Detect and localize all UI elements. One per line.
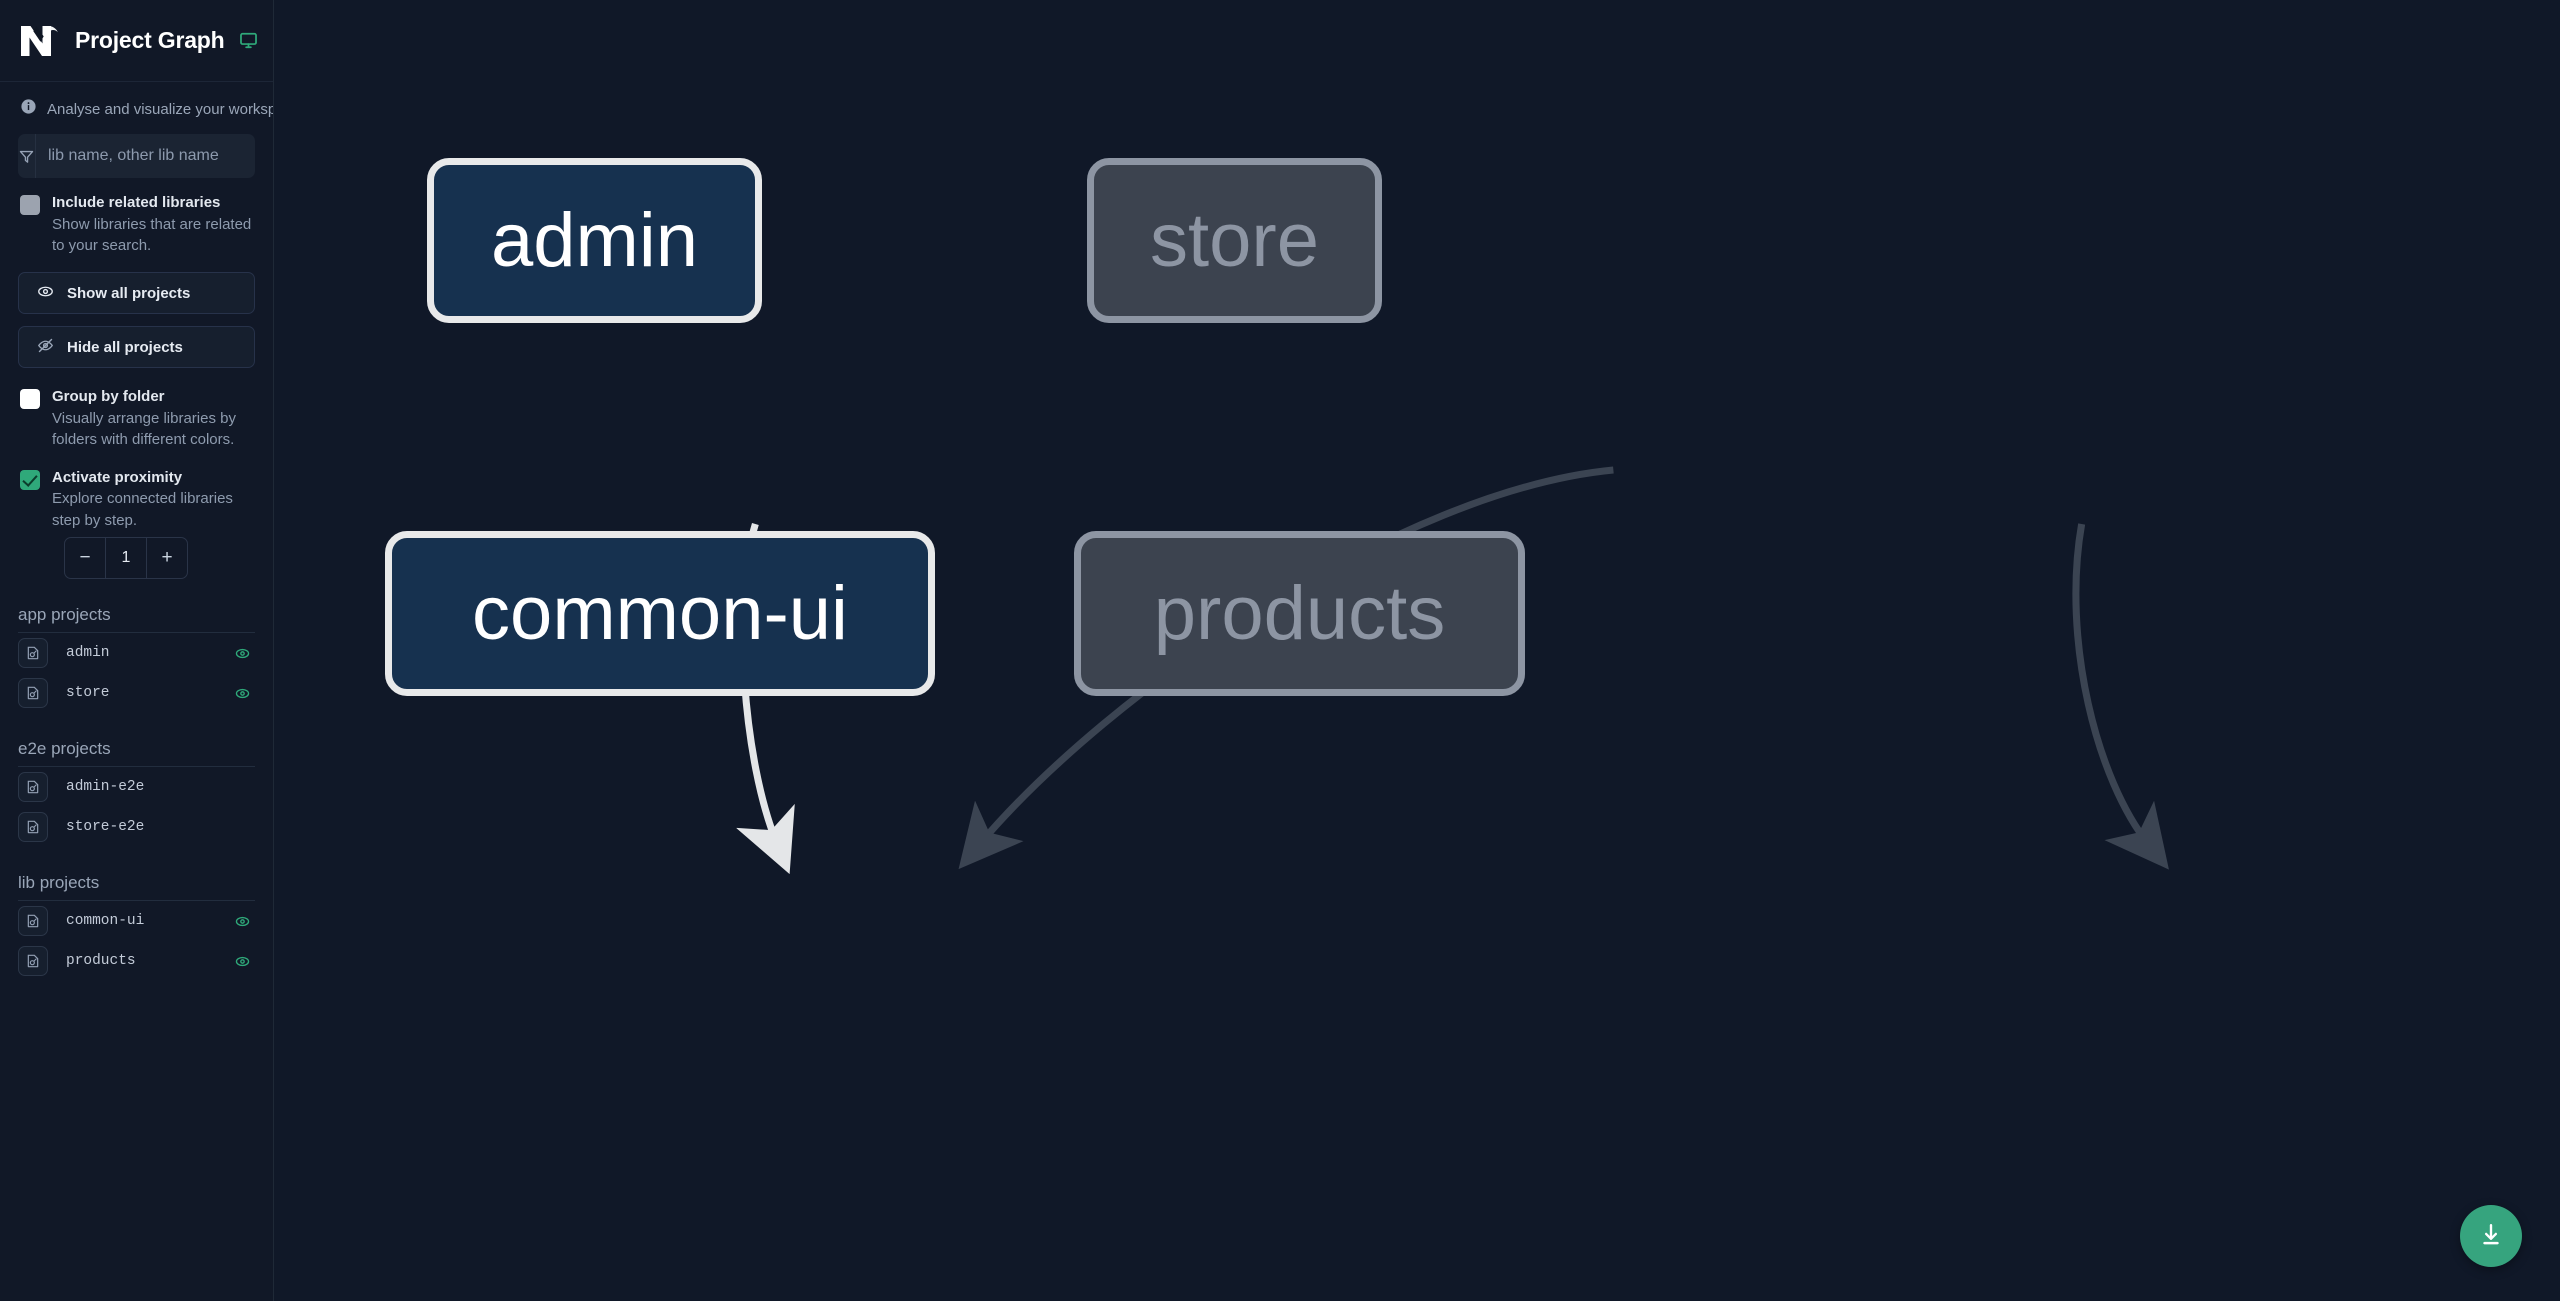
project-row-store[interactable]: store bbox=[18, 673, 255, 713]
sidebar-header: Project Graph bbox=[0, 0, 273, 82]
sidebar-body: Include related libraries Show libraries… bbox=[0, 134, 273, 981]
tagline-row: Analyse and visualize your workspace. bbox=[0, 82, 273, 134]
option-title: Include related libraries bbox=[52, 194, 221, 211]
proximity-decrement-button[interactable]: − bbox=[79, 547, 91, 569]
app-file-icon bbox=[18, 772, 48, 803]
project-row-store-e2e[interactable]: store-e2e bbox=[18, 807, 255, 847]
activate-proximity-checkbox[interactable] bbox=[20, 469, 40, 490]
proximity-increment-button[interactable]: + bbox=[161, 547, 173, 569]
proximity-stepper[interactable]: − 1 + bbox=[64, 537, 188, 580]
project-visibility-toggle-store[interactable] bbox=[229, 685, 255, 702]
option-activate-proximity[interactable]: Activate proximity Explore connected lib… bbox=[18, 467, 255, 531]
search-row[interactable] bbox=[18, 134, 255, 178]
option-title: Activate proximity bbox=[52, 468, 183, 486]
monitor-icon[interactable] bbox=[239, 31, 258, 50]
search-input[interactable] bbox=[36, 134, 255, 178]
graph-node-store[interactable]: store bbox=[1087, 158, 1382, 323]
download-icon bbox=[2478, 1222, 2504, 1251]
hide-all-projects-button[interactable]: Hide all projects bbox=[18, 326, 255, 369]
project-visibility-toggle-common-ui[interactable] bbox=[229, 913, 255, 930]
project-name: store bbox=[66, 685, 110, 702]
tagline-text: Analyse and visualize your workspace. bbox=[47, 100, 273, 118]
project-visibility-toggle-products[interactable] bbox=[229, 953, 255, 970]
option-description: Show libraries that are related to your … bbox=[52, 215, 252, 255]
project-name: admin bbox=[66, 645, 110, 662]
page-title: Project Graph bbox=[75, 27, 225, 53]
show-all-projects-label: Show all projects bbox=[67, 284, 191, 302]
eye-off-icon bbox=[37, 337, 54, 358]
group-by-folder-checkbox[interactable] bbox=[20, 389, 40, 410]
graph-node-label: common-ui bbox=[472, 570, 848, 656]
project-visibility-toggle-admin[interactable] bbox=[229, 645, 255, 662]
graph-node-admin[interactable]: admin bbox=[427, 158, 762, 323]
app-file-icon bbox=[18, 812, 48, 843]
proximity-value: 1 bbox=[105, 538, 147, 579]
app-file-icon bbox=[18, 678, 48, 709]
option-description: Visually arrange libraries by folders wi… bbox=[52, 410, 236, 449]
option-title: Group by folder bbox=[52, 388, 165, 406]
project-name: admin-e2e bbox=[66, 779, 145, 796]
option-description: Explore connected libraries step by step… bbox=[52, 490, 233, 529]
project-row-products[interactable]: products bbox=[18, 941, 255, 981]
graph-node-label: store bbox=[1150, 197, 1319, 283]
app-file-icon bbox=[18, 946, 48, 977]
sidebar: Project Graph Analyse and visualize your… bbox=[0, 0, 274, 1301]
group-title-e2e-projects: e2e projects bbox=[18, 739, 255, 768]
option-group-by-folder[interactable]: Group by folder Visually arrange librari… bbox=[18, 386, 255, 450]
eye-icon bbox=[37, 283, 54, 304]
option-include-related-libraries[interactable]: Include related libraries Show libraries… bbox=[18, 192, 255, 256]
project-row-common-ui[interactable]: common-ui bbox=[18, 901, 255, 941]
show-all-projects-button[interactable]: Show all projects bbox=[18, 272, 255, 315]
include-related-libraries-checkbox[interactable] bbox=[20, 195, 40, 215]
graph-node-label: products bbox=[1153, 570, 1446, 656]
hide-all-projects-label: Hide all projects bbox=[67, 338, 183, 356]
group-title-app-projects: app projects bbox=[18, 605, 255, 634]
graph-node-label: admin bbox=[491, 197, 698, 283]
project-row-admin[interactable]: admin bbox=[18, 633, 255, 673]
filter-icon bbox=[18, 134, 36, 178]
app-file-icon bbox=[18, 638, 48, 669]
graph-node-common-ui[interactable]: common-ui bbox=[385, 531, 935, 696]
nx-logo-icon bbox=[18, 22, 62, 60]
info-icon bbox=[20, 98, 37, 120]
edge-store-to-products bbox=[2072, 523, 2169, 870]
group-title-lib-projects: lib projects bbox=[18, 873, 255, 902]
graph-canvas[interactable]: admin store common-ui products bbox=[274, 0, 2560, 1301]
project-name: store-e2e bbox=[66, 819, 145, 836]
app-file-icon bbox=[18, 906, 48, 937]
download-graph-button[interactable] bbox=[2460, 1205, 2522, 1267]
graph-node-products[interactable]: products bbox=[1074, 531, 1525, 696]
project-name: products bbox=[66, 953, 136, 970]
project-name: common-ui bbox=[66, 913, 145, 930]
project-row-admin-e2e[interactable]: admin-e2e bbox=[18, 767, 255, 807]
